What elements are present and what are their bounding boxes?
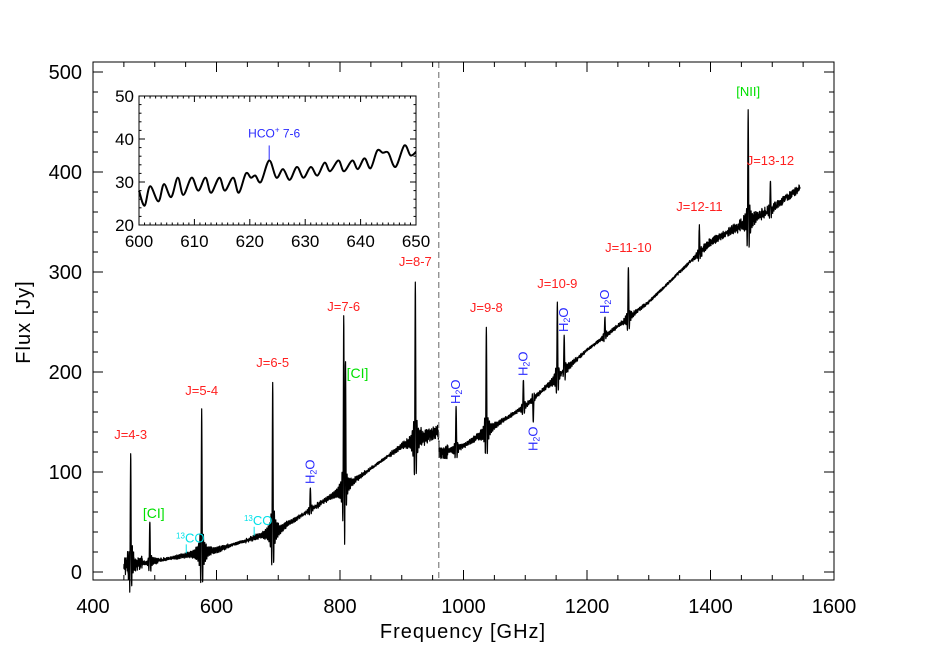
inset-y-tick-label: 20	[115, 216, 134, 235]
line-label: [CI]	[143, 505, 165, 521]
line-label: J=12-11	[676, 199, 722, 214]
line-label: J=10-9	[537, 276, 577, 291]
inset-x-tick-label: 640	[346, 232, 374, 251]
line-label: J=13-12	[747, 153, 794, 168]
line-label: [CI]	[347, 365, 369, 381]
inset-spectrum-line	[138, 144, 417, 207]
x-tick-label: 1400	[688, 596, 733, 618]
hco-label: HCO+ 7-6	[248, 126, 300, 141]
inset-y-tick-labels: 20 30 40 50	[115, 87, 134, 235]
label-part: J=5-4	[185, 383, 218, 398]
label-part: O	[448, 379, 463, 389]
label-part: J=7-6	[327, 299, 360, 314]
main-axes-ticks	[92, 62, 835, 580]
label-part: CO	[185, 530, 205, 545]
y-tick-label: 400	[49, 162, 82, 184]
line-label: J=8-7	[399, 254, 432, 269]
label-part: H	[515, 367, 530, 376]
label-part: 2	[562, 318, 572, 323]
inset-x-tick-label: 610	[180, 232, 208, 251]
line-label: J=7-6	[327, 299, 360, 314]
inset-y-tick-label: 40	[115, 130, 134, 149]
label-part: J=12-11	[676, 199, 722, 214]
label-part: J=9-8	[470, 300, 503, 315]
label-part: J=13-12	[747, 153, 794, 168]
inset-y-tick-label: 50	[115, 87, 134, 106]
x-axis-title: Frequency [GHz]	[380, 621, 546, 643]
label-part: O	[556, 307, 571, 317]
inset-x-tick-label: 620	[236, 232, 264, 251]
line-label: [NII]	[736, 84, 760, 99]
line-label: J=9-8	[470, 300, 503, 315]
inset-x-tick-label: 630	[291, 232, 319, 251]
label-part: 2	[454, 390, 464, 395]
label-part: 2	[522, 362, 532, 367]
hco-label-text: HCO	[248, 127, 275, 141]
label-part: H	[597, 305, 612, 314]
label-part: H	[556, 323, 571, 332]
label-part: 2	[532, 437, 542, 442]
y-tick-label: 200	[49, 362, 82, 384]
x-tick-label: 400	[76, 596, 109, 618]
line-label: J=4-3	[114, 427, 147, 442]
label-part: J=8-7	[399, 254, 432, 269]
label-part: J=10-9	[537, 276, 577, 291]
hco-label-transition: 7-6	[280, 127, 301, 141]
label-part: O	[302, 459, 317, 469]
inset-background	[139, 96, 416, 225]
plot-frame	[92, 61, 835, 581]
x-tick-labels: 400 600 800 1000 1200 1400 1600	[76, 596, 856, 618]
line-annotations: J=4-3[CI]13COJ=5-413COJ=6-5H2OJ=7-6[CI]J…	[114, 84, 794, 554]
inset-y-tick-label: 30	[115, 173, 134, 192]
x-tick-label: 800	[323, 596, 356, 618]
label-part: O	[525, 426, 540, 436]
label-part: J=6-5	[256, 355, 289, 370]
line-label: J=5-4	[185, 383, 218, 398]
line-label: H2O	[556, 307, 572, 332]
label-part: 2	[603, 300, 613, 305]
y-tick-labels: 0 100 200 300 400 500	[49, 62, 82, 584]
inset-chart: HCO+ 7-6 600 610 620 630 640 650 20 30 40 50	[115, 87, 430, 251]
line-label: H2O	[515, 351, 531, 376]
y-tick-label: 100	[49, 462, 82, 484]
x-tick-label: 1600	[812, 596, 857, 618]
label-part: CO	[253, 513, 273, 528]
label-part: J=11-10	[605, 240, 651, 255]
spectrum-line	[123, 109, 801, 593]
line-label: H2O	[302, 459, 318, 484]
label-part: [NII]	[736, 84, 760, 99]
label-part: [CI]	[143, 505, 165, 521]
line-label: 13CO	[244, 513, 272, 528]
label-part: [CI]	[347, 365, 369, 381]
y-tick-label: 300	[49, 262, 82, 284]
label-part: J=4-3	[114, 427, 147, 442]
label-part: 13	[176, 531, 185, 540]
label-part: O	[597, 289, 612, 299]
label-part: H	[525, 442, 540, 451]
y-axis-title: Flux [Jy]	[13, 280, 35, 363]
label-part: O	[515, 351, 530, 361]
label-part: 2	[309, 470, 319, 475]
line-label: 13CO	[176, 530, 204, 545]
label-part: H	[302, 475, 317, 484]
x-tick-label: 1000	[441, 596, 486, 618]
hco-label-sup: +	[275, 126, 280, 135]
label-part: 13	[244, 513, 253, 522]
line-label: J=6-5	[256, 355, 289, 370]
line-label: H2O	[597, 289, 613, 314]
inset-x-tick-label: 600	[125, 232, 153, 251]
label-part: H	[448, 395, 463, 404]
y-tick-label: 0	[71, 562, 82, 584]
inset-frame	[138, 95, 417, 226]
x-tick-label: 600	[200, 596, 233, 618]
line-label: H2O	[448, 379, 464, 404]
line-label: H2O	[525, 426, 541, 451]
inset-x-tick-labels: 600 610 620 630 640 650	[125, 232, 430, 251]
line-label: J=11-10	[605, 240, 651, 255]
inset-x-tick-label: 650	[402, 232, 430, 251]
y-tick-label: 500	[49, 62, 82, 84]
x-tick-label: 1200	[565, 596, 610, 618]
